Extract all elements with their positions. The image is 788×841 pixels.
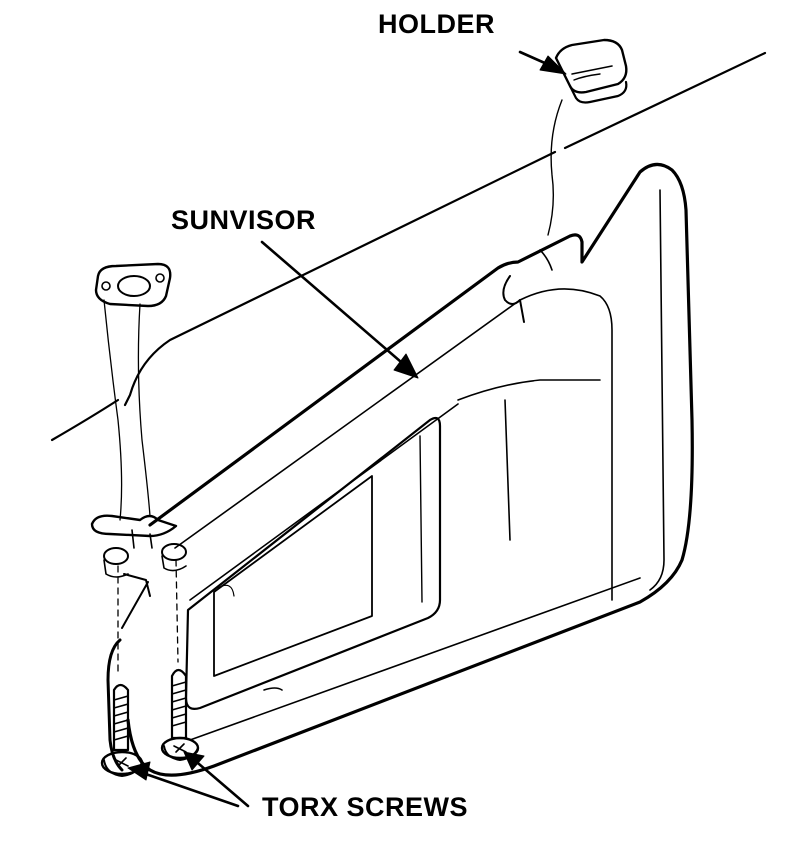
vanity-mirror	[184, 416, 442, 710]
sunvisor-pivot	[502, 249, 553, 323]
sunvisor-arrow-line	[260, 240, 410, 370]
mount-alignment-lines	[103, 299, 151, 521]
screws-arrowhead-right	[183, 751, 205, 771]
roof-edge	[50, 51, 767, 442]
screw-axis-lines	[117, 559, 179, 677]
holder-arrowhead	[539, 55, 567, 75]
screws-arrow-line-right	[190, 756, 250, 808]
sunvisor-body	[106, 162, 694, 777]
torx-screws-label: TORX SCREWS	[262, 792, 469, 822]
torx-screw-2	[160, 668, 200, 761]
holder-alignment-line	[547, 99, 563, 236]
visor-bracket	[90, 514, 187, 629]
holder-clip	[554, 38, 628, 104]
holder-label: HOLDER	[378, 9, 495, 39]
screws-arrow-line-left	[138, 770, 240, 808]
sunvisor-label: SUNVISOR	[171, 205, 317, 235]
sunvisor-arrowhead	[393, 353, 419, 379]
screws-arrowhead-left	[127, 761, 151, 781]
callout-arrows	[138, 50, 558, 808]
mount-base	[94, 262, 172, 308]
arrowheads	[127, 55, 567, 781]
